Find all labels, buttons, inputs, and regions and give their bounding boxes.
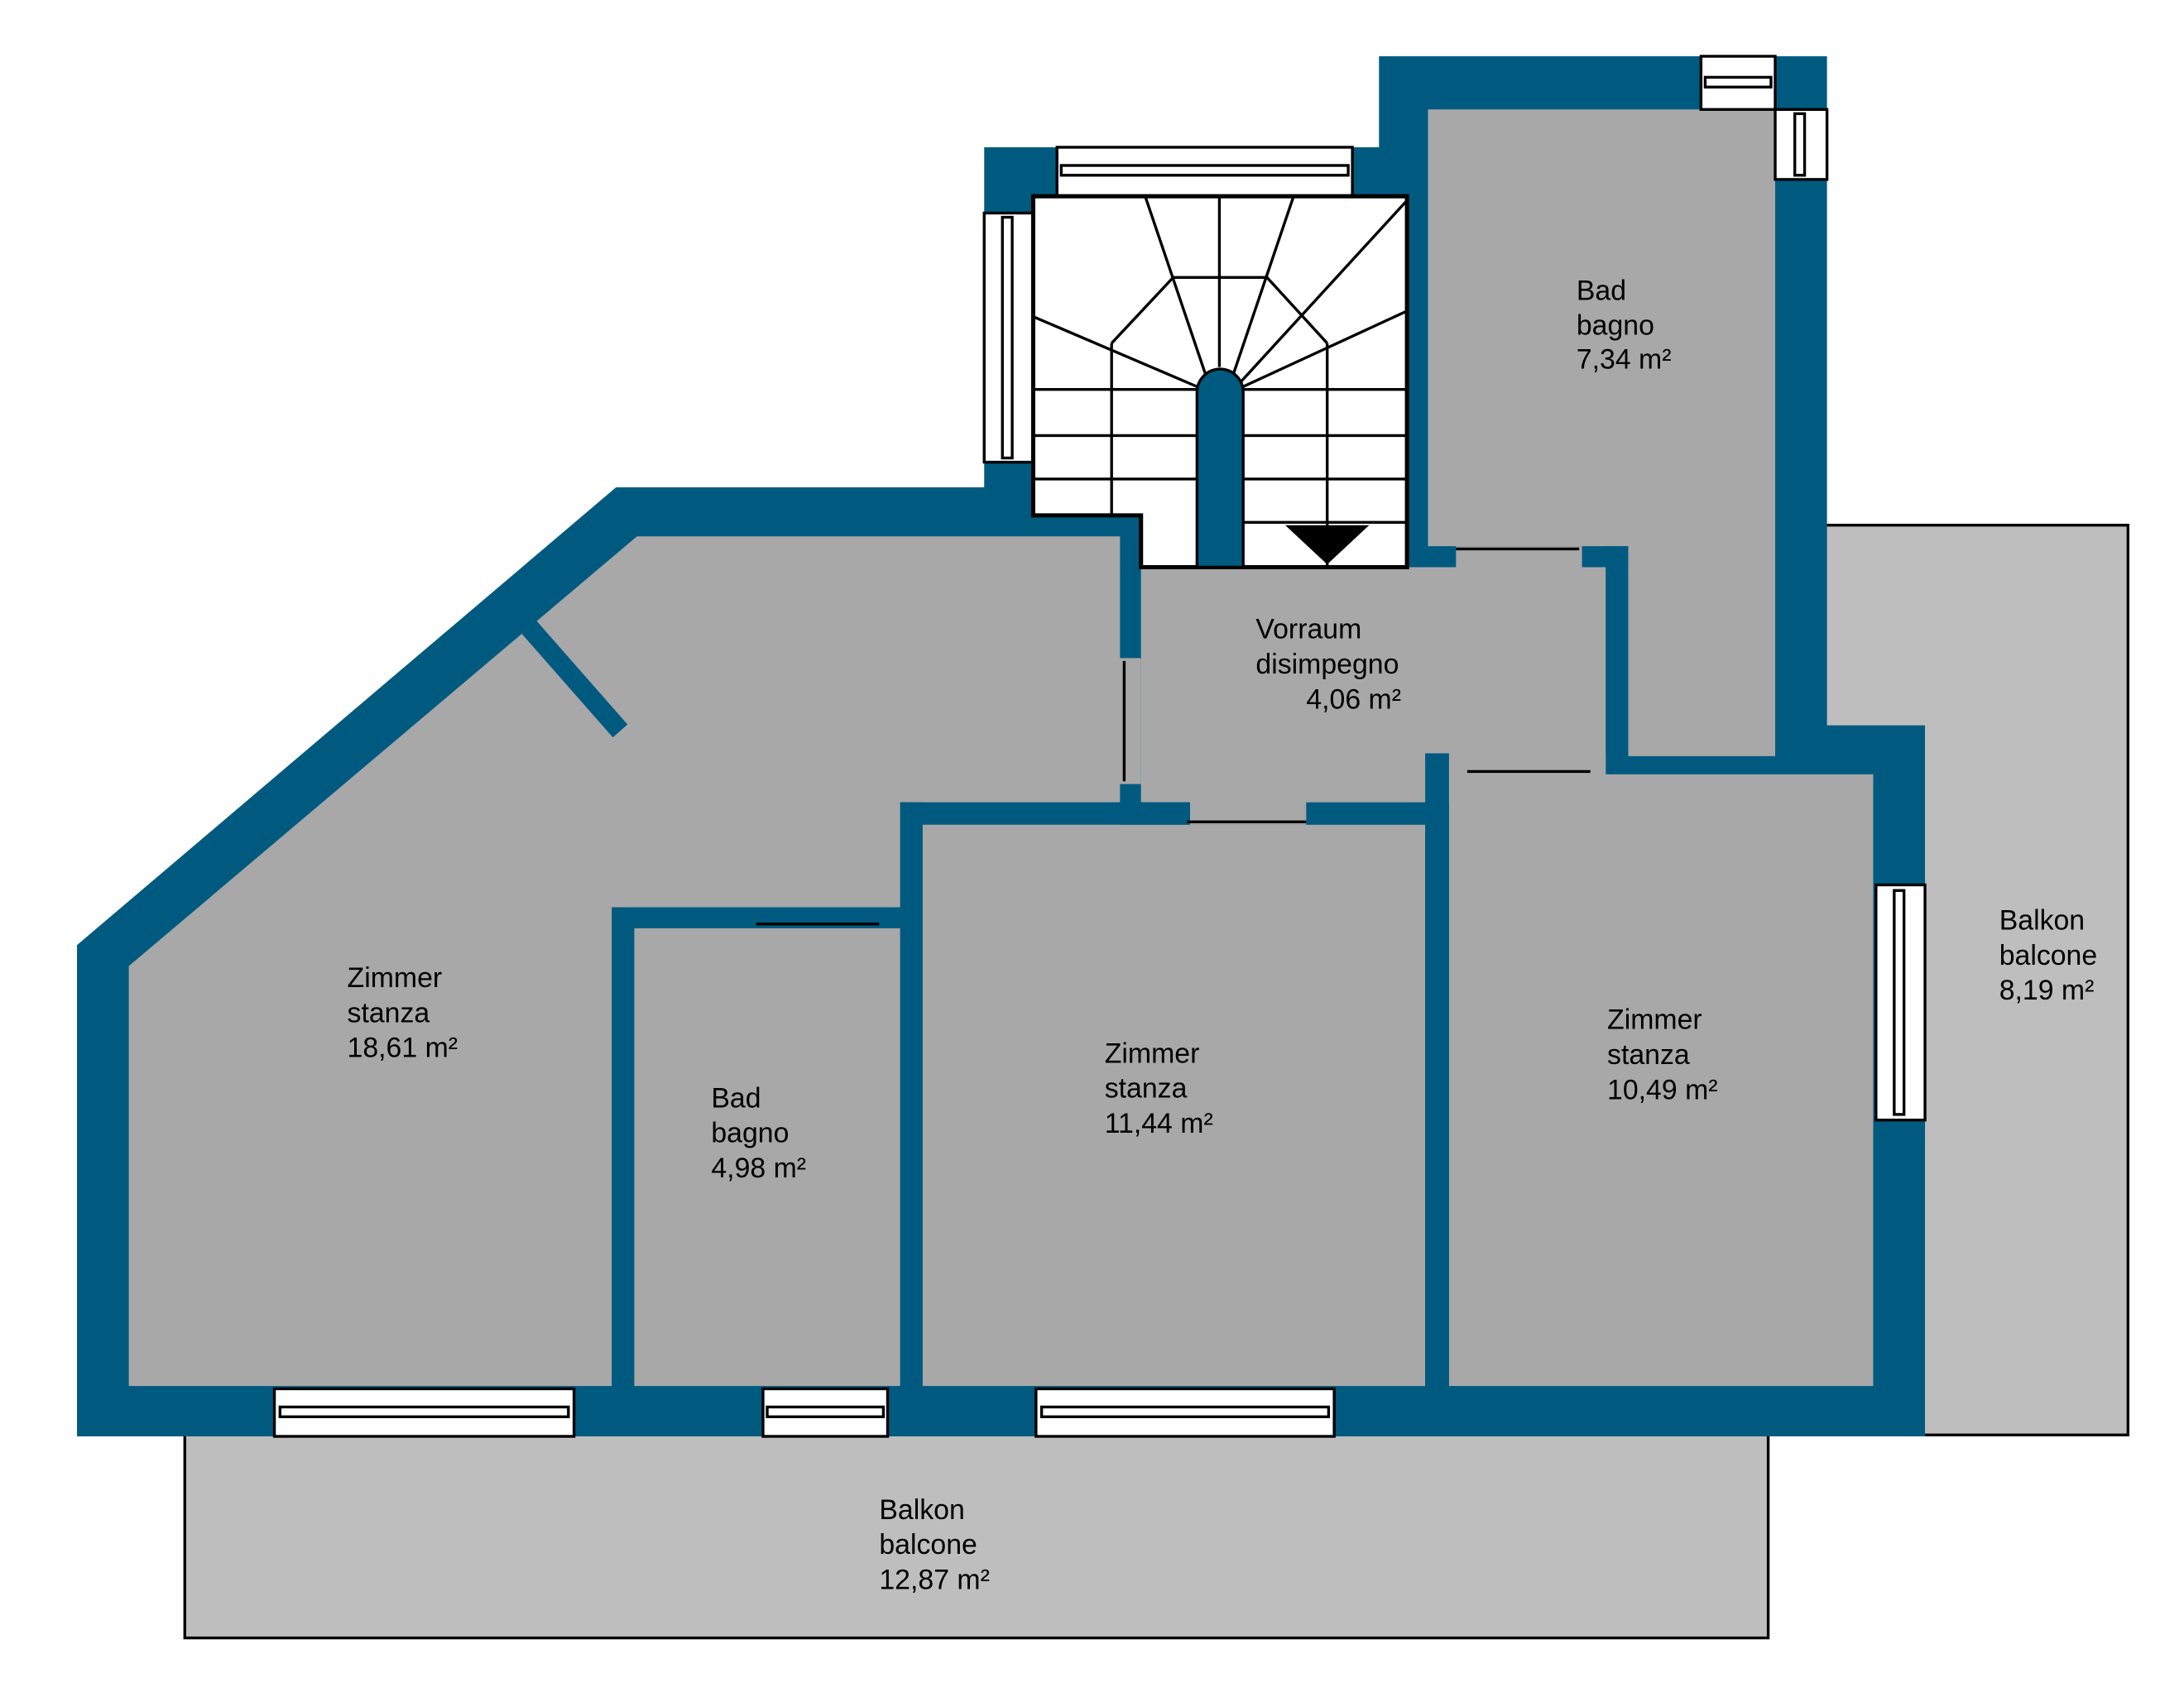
room-name-it: balcone [1999,940,2098,971]
room-label-zimmer-18: Zimmer stanza 18,61 m² [348,962,458,1064]
room-bad-large [1428,109,1776,756]
room-label-zimmer-10: Zimmer stanza 10,49 m² [1607,1004,1718,1106]
staircase [1030,194,1409,570]
room-name-de: Bad [711,1082,761,1114]
wall [1606,546,1629,756]
wall [1120,802,1190,825]
room-name-de: Zimmer [348,962,443,994]
room-area: 12,87 m² [879,1564,990,1595]
room-zimmer-11 [922,824,1426,1387]
room-name-it: stanza [1607,1039,1690,1071]
room-label-bad-large: Bad bagno 7,34 m² [1577,275,1672,375]
wall [900,802,923,1387]
wall-stub [521,621,628,738]
room-name-it: bagno [711,1118,789,1149]
room-area: 4,06 m² [1306,683,1401,715]
room-zimmer-18 [128,536,1141,1387]
room-area: 4,98 m² [711,1153,806,1184]
room-area: 7,34 m² [1577,343,1672,375]
room-area: 10,49 m² [1607,1074,1718,1105]
room-name-de: Zimmer [1105,1038,1200,1069]
room-name-it: stanza [348,997,430,1028]
balcony-bottom [183,1426,1770,1640]
wall [1306,802,1426,825]
room-area: 11,44 m² [1105,1108,1213,1139]
room-area: 18,61 m² [348,1033,458,1064]
room-label-balkon-right: Balkon balcone 8,19 m² [1999,905,2098,1007]
room-label-zimmer-11: Zimmer stanza 11,44 m² [1105,1038,1213,1139]
room-zimmer-10 [1448,774,1874,1387]
doors [756,547,1591,926]
wall [1425,753,1449,1387]
room-name-it: balcone [879,1529,977,1560]
room-vorraum [1140,546,1606,825]
wall [612,907,635,1387]
room-name-de: Bad [1577,275,1626,306]
room-bad-small [634,928,900,1387]
room-name-de: Balkon [1999,905,2085,937]
room-name-de: Vorraum [1255,614,1361,645]
room-label-balkon-bottom: Balkon balcone 12,87 m² [879,1494,990,1596]
room-area: 8,19 m² [1999,975,2095,1006]
room-name-it: stanza [1105,1073,1188,1105]
room-label-vorraum: Vorraum disimpegno 4,06 m² [1255,614,1401,716]
room-label-bad-small: Bad bagno 4,98 m² [711,1082,806,1184]
windows [272,55,1927,1438]
stair-direction-arrow-icon [1284,525,1370,565]
room-name-de: Zimmer [1607,1004,1702,1036]
room-name-de: Balkon [879,1494,964,1526]
room-name-it: disimpegno [1255,649,1399,680]
room-name-it: bagno [1577,310,1654,342]
stair-core [1195,367,1245,569]
